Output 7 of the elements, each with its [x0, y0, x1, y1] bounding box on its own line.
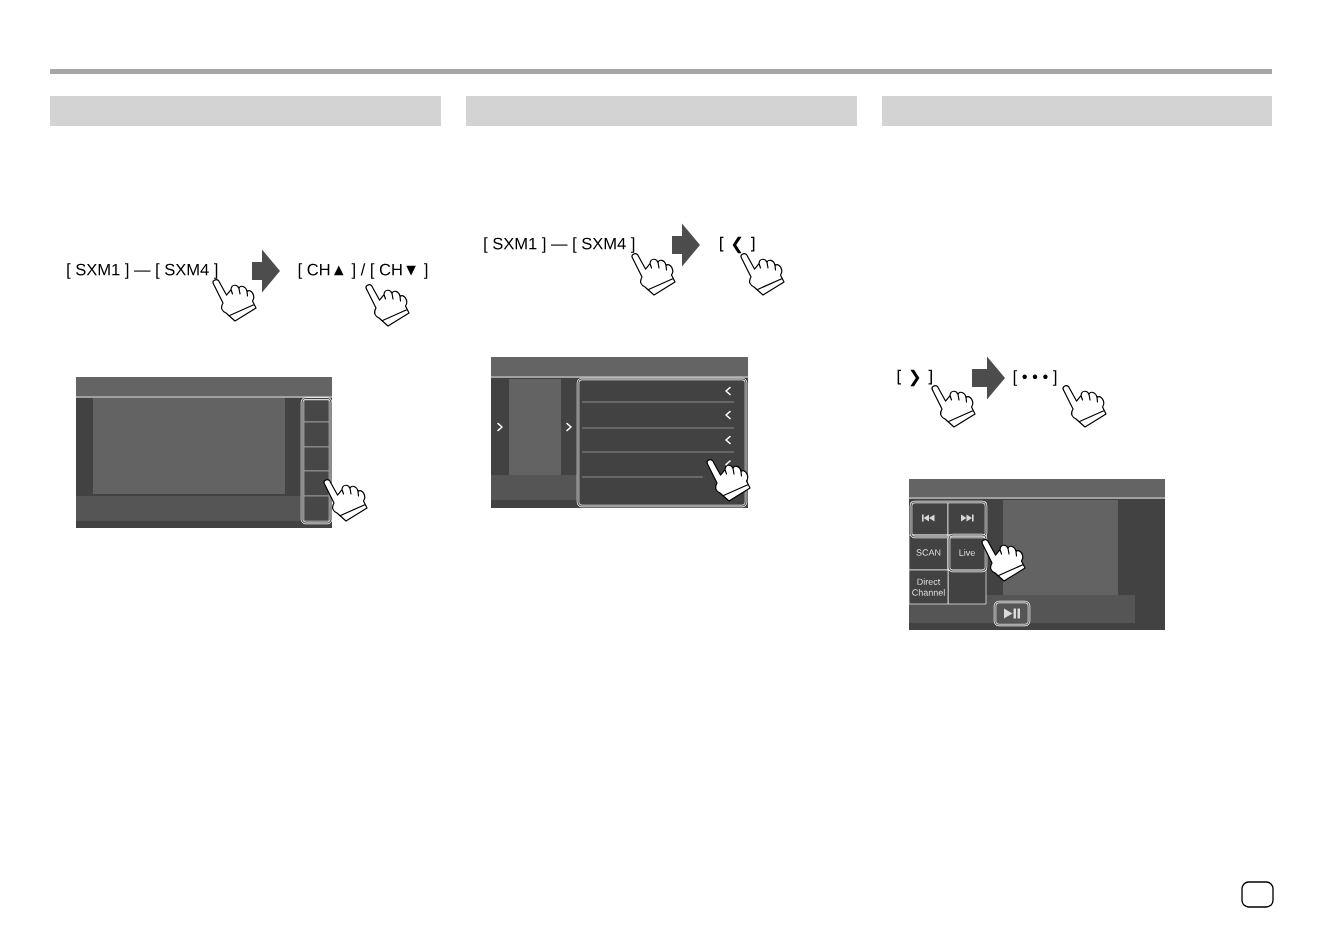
- key-label: [ SXM1 ] — [ SXM4 ]: [67, 263, 218, 279]
- key-label: [ ❮ ]: [720, 236, 755, 254]
- key-label: [ • • • ]: [1013, 370, 1057, 386]
- key-label: [ SXM1 ] — [ SXM4 ]: [484, 237, 635, 253]
- key-label: [ CH▲ ] / [ CH▼ ]: [298, 263, 428, 279]
- key-label: [ ❯ ]: [897, 369, 932, 387]
- screen-button: Direct Channel: [908, 569, 949, 605]
